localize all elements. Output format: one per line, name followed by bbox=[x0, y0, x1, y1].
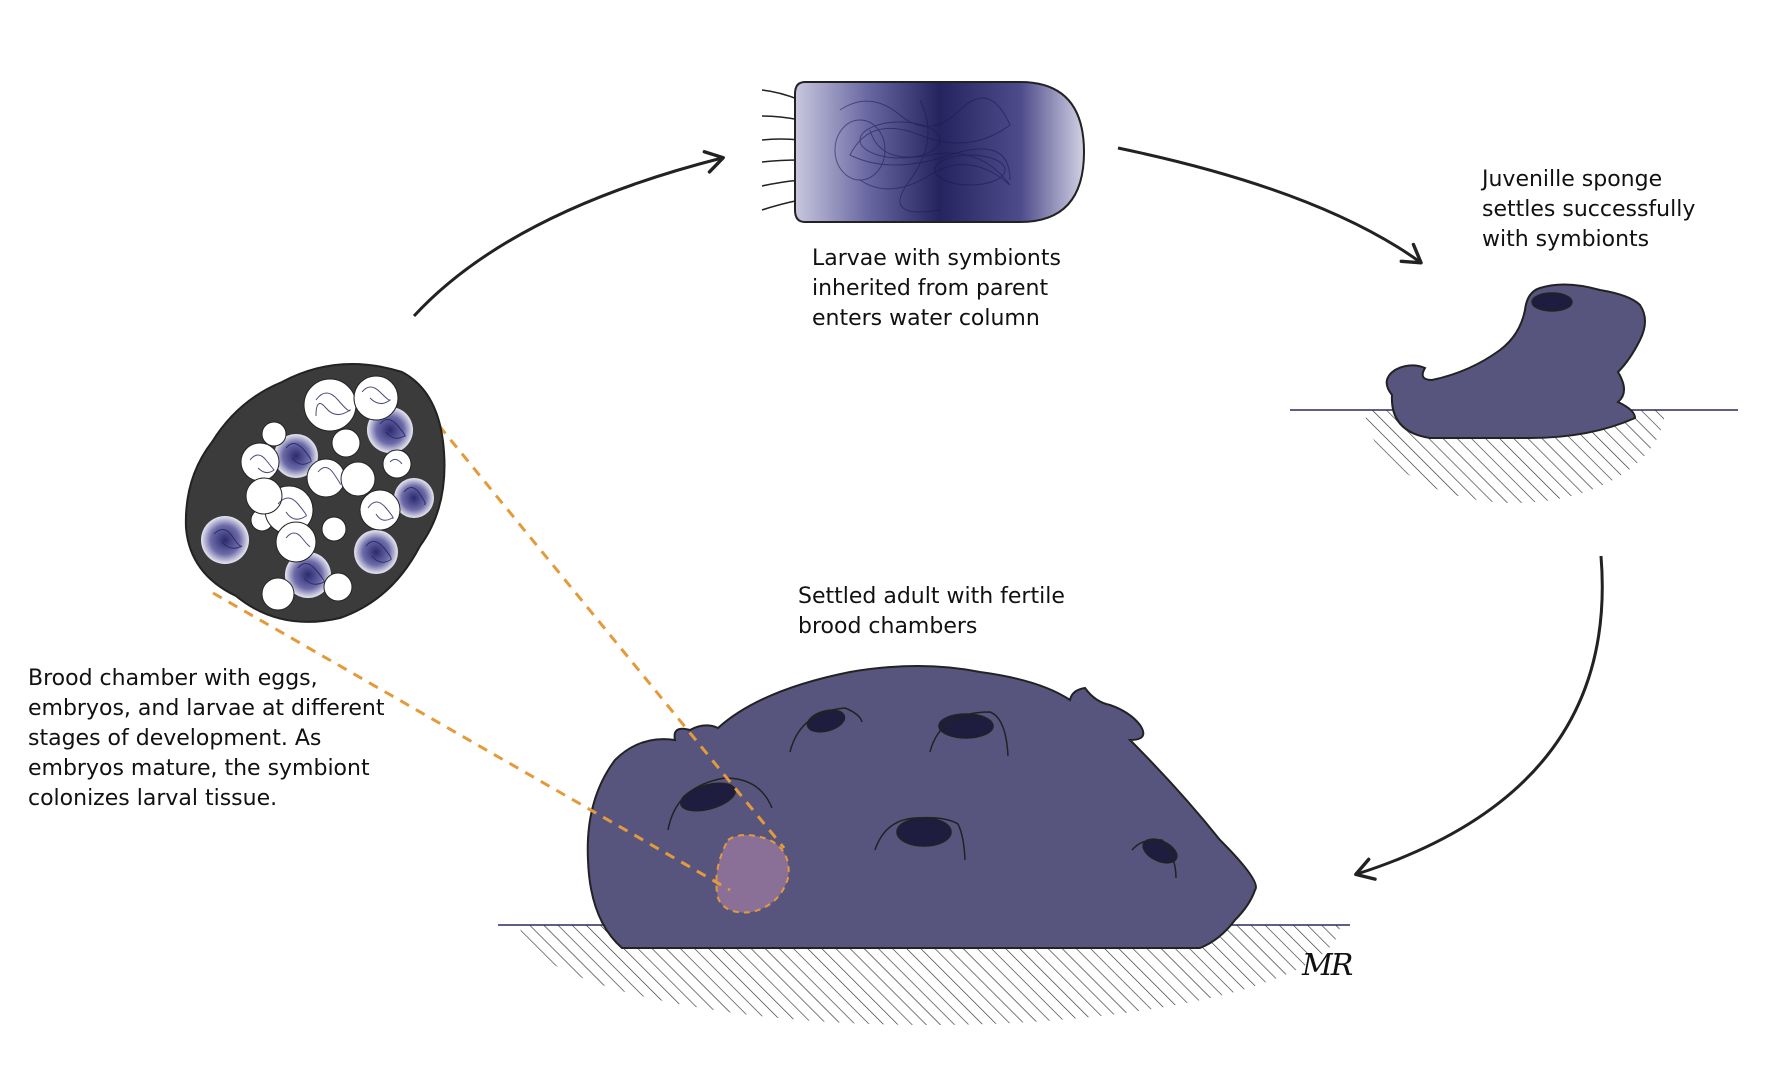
cycle-arrows bbox=[412, 146, 1604, 881]
symbiont-scribbles bbox=[213, 386, 426, 585]
adult-label-line-1: Settled adult with fertile bbox=[798, 584, 1065, 609]
larvae-in-chamber bbox=[240, 375, 412, 563]
brood-label-line-3: stages of development. As bbox=[28, 726, 322, 751]
embryos-with-symbionts bbox=[201, 407, 434, 598]
brood-chamber-highlight bbox=[715, 834, 790, 914]
osculum-1 bbox=[789, 707, 863, 753]
juvenile-label: Juvenille sponge settles successfully wi… bbox=[1482, 165, 1695, 255]
juvenile-osculum bbox=[1531, 292, 1573, 312]
juvenile-label-line-3: with symbionts bbox=[1482, 227, 1650, 252]
osculum-2 bbox=[929, 711, 1009, 757]
juvenile-sponge-body bbox=[1385, 283, 1646, 439]
larvae-label: Larvae with symbionts inherited from par… bbox=[812, 244, 1061, 334]
osculum-4 bbox=[874, 816, 966, 861]
osculum-5 bbox=[1131, 838, 1178, 879]
zoom-line-bottom bbox=[212, 591, 731, 892]
brood-label-line-4: embryos mature, the symbiont bbox=[28, 756, 370, 781]
arrow-brood-to-larva bbox=[412, 150, 725, 318]
brood-chamber-illustration bbox=[184, 363, 446, 623]
adult-sponge-illustration bbox=[498, 665, 1350, 1035]
larvae-label-line-2: inherited from parent bbox=[812, 276, 1049, 301]
larvae-label-line-3: enters water column bbox=[812, 306, 1040, 331]
brood-label-line-2: embryos, and larvae at different bbox=[28, 696, 385, 721]
juvenile-label-line-1: Juvenille sponge bbox=[1482, 167, 1663, 192]
arrow-juvenile-to-adult bbox=[1354, 555, 1604, 881]
adult-label-line-2: brood chambers bbox=[798, 614, 978, 639]
juvenile-label-line-2: settles successfully bbox=[1482, 197, 1696, 222]
larva-symbiont-scribbles bbox=[834, 97, 1011, 213]
juvenile-sponge-illustration bbox=[1290, 283, 1738, 520]
brood-chamber-label: Brood chamber with eggs, embryos, and la… bbox=[28, 664, 385, 814]
larva-illustration bbox=[761, 81, 1086, 223]
artist-signature: MR bbox=[1302, 948, 1353, 983]
adult-label: Settled adult with fertile brood chamber… bbox=[798, 582, 1065, 642]
brood-label-line-5: colonizes larval tissue. bbox=[28, 786, 278, 811]
brood-label-line-1: Brood chamber with eggs, bbox=[28, 666, 318, 691]
larva-body bbox=[794, 81, 1086, 223]
larvae-label-line-1: Larvae with symbionts bbox=[812, 246, 1061, 271]
zoom-lines bbox=[212, 383, 786, 892]
arrow-larva-to-juvenile bbox=[1117, 146, 1423, 265]
adult-oscula bbox=[667, 707, 1178, 879]
zoom-line-top bbox=[403, 383, 786, 849]
